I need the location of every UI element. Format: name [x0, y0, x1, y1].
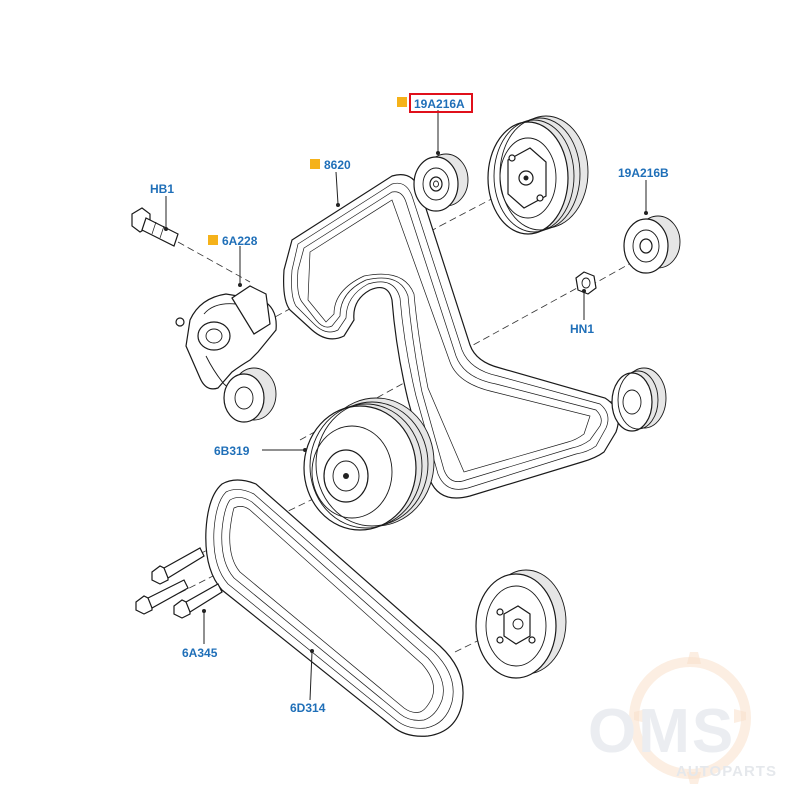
gear-icon [629, 652, 751, 784]
damper-bolt-3 [173, 583, 223, 619]
part-labels: 19A216A 8620 HB1 6A228 19A216B HN1 6B319… [150, 93, 669, 715]
crankshaft-damper-pulley [303, 397, 435, 531]
new-part-marker-8620 [310, 159, 320, 169]
label-6b319[interactable]: 6B319 [214, 444, 250, 458]
damper-bolt-1 [151, 547, 205, 585]
water-pump-pulley [475, 569, 567, 679]
damper-bolts [135, 547, 223, 619]
watermark-logo: OMS AUTOPARTS [588, 652, 777, 784]
ac-compressor-pulley [487, 115, 589, 235]
leader-lines [164, 110, 648, 701]
label-hn1[interactable]: HN1 [570, 322, 594, 336]
new-part-marker-6a228 [208, 235, 218, 245]
water-pump-drive-belt [205, 479, 464, 737]
label-hb1[interactable]: HB1 [150, 182, 174, 196]
label-6a228[interactable]: 6A228 [222, 234, 258, 248]
damper-bolt-2 [135, 579, 189, 615]
label-19a216a[interactable]: 19A216A [414, 97, 465, 111]
label-19a216b[interactable]: 19A216B [618, 166, 669, 180]
belt-tensioner [175, 285, 277, 423]
tensioner-bolt [131, 207, 179, 247]
new-part-marker-19a216a [397, 97, 407, 107]
idler-pulley-upper [413, 153, 469, 212]
label-6d314[interactable]: 6D314 [290, 701, 326, 715]
label-8620[interactable]: 8620 [324, 158, 351, 172]
label-6a345[interactable]: 6A345 [182, 646, 218, 660]
watermark-logo-text: OMS [588, 697, 735, 766]
alternator-pulley [611, 367, 667, 432]
idler-pulley-right [623, 215, 681, 274]
highlight-box-19a216a [409, 93, 473, 113]
watermark-sub-text: AUTOPARTS [676, 763, 777, 780]
idler-nut [575, 271, 597, 295]
